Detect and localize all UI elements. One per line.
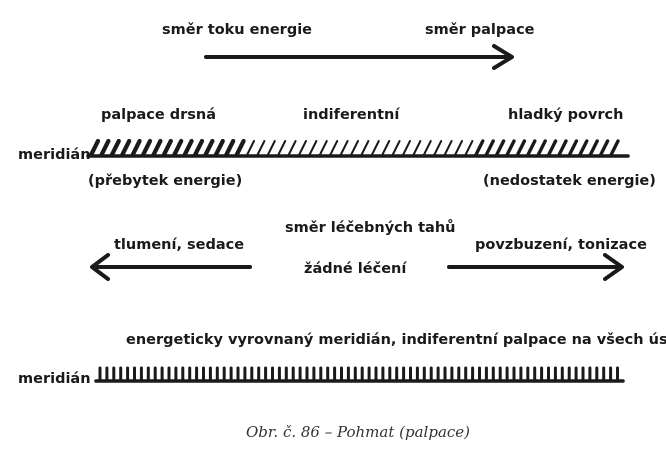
hatch-mark [433, 140, 443, 156]
hatch-mark [130, 138, 142, 158]
hatch-mark [567, 139, 579, 157]
label-palpation-direction: směr palpace [425, 22, 535, 38]
label-energy-excess: (přebytek energie) [88, 173, 242, 189]
hatch-mark [318, 140, 328, 156]
hatch-mark [182, 138, 194, 158]
arrow-left-icon [90, 253, 252, 281]
hatch-mark [224, 138, 236, 158]
hatch-mark [350, 140, 359, 156]
hatch-mark [109, 138, 121, 158]
hatch-mark [234, 138, 246, 158]
hatch-mark [308, 140, 318, 156]
hatch-mark [203, 138, 215, 158]
meridian-2-hatch-marks [98, 366, 619, 382]
arrow-right-icon [447, 253, 624, 281]
arrow-right-icon [204, 44, 514, 70]
meridian-line-2 [94, 366, 625, 383]
meridian-line-1 [86, 138, 630, 158]
hatch-mark [546, 139, 558, 157]
hatch-mark [192, 138, 205, 158]
hatch-mark [161, 138, 173, 158]
hatch-mark [151, 138, 163, 158]
label-meridian-2: meridián [18, 371, 91, 387]
hatch-mark [609, 139, 620, 157]
hatch-mark [172, 138, 184, 158]
label-smooth-surface: hladký povrch [508, 107, 623, 123]
label-energy-flow: směr toku energie [162, 22, 312, 38]
hatch-mark [598, 139, 610, 157]
hatch-mark [515, 139, 527, 157]
hatch-mark [422, 140, 432, 156]
hatch-mark [578, 139, 589, 157]
hatch-mark [88, 138, 101, 158]
hatch-mark [99, 138, 111, 158]
label-balanced-meridian: energeticky vyrovnaný meridián, indifere… [126, 332, 666, 348]
hatch-mark [391, 140, 401, 156]
label-tonization: povzbuzení, tonizace [475, 237, 647, 253]
label-rough-palpation: palpace drsná [101, 107, 216, 123]
label-indifferent: indiferentní [303, 107, 400, 123]
hatch-mark [536, 139, 547, 157]
label-treatment-direction: směr léčebných tahů [285, 219, 456, 236]
hatch-mark [526, 139, 537, 157]
hatch-mark [298, 140, 307, 156]
hatch-mark [277, 140, 287, 156]
hatch-mark [443, 140, 453, 156]
hatch-mark [266, 140, 276, 156]
hatch-mark [402, 140, 411, 156]
hatch-mark [557, 139, 568, 157]
label-no-treatment: žádné léčení [304, 261, 407, 277]
hatch-mark [370, 140, 380, 156]
hatch-mark [412, 140, 422, 156]
hatch-mark [140, 138, 153, 158]
meridian-1-hatch-marks [88, 138, 620, 158]
hatch-mark [339, 140, 349, 156]
hatch-mark [484, 139, 495, 157]
figure-caption: Obr. č. 86 – Pohmat (palpace) [246, 423, 470, 441]
hatch-mark [246, 140, 255, 156]
hatch-mark [454, 140, 463, 156]
hatch-mark [494, 139, 506, 157]
hatch-mark [474, 139, 485, 157]
hatch-mark [120, 138, 132, 158]
hatch-mark [329, 140, 339, 156]
hatch-mark [360, 140, 370, 156]
label-sedation: tlumení, sedace [114, 237, 244, 253]
hatch-mark [588, 139, 599, 157]
hatch-mark [213, 138, 225, 158]
hatch-mark [381, 140, 391, 156]
hatch-mark [287, 140, 297, 156]
hatch-mark [505, 139, 516, 157]
label-meridian-1: meridián [18, 147, 91, 163]
hatch-mark [464, 140, 474, 156]
hatch-mark [256, 140, 266, 156]
label-energy-deficit: (nedostatek energie) [483, 173, 656, 189]
